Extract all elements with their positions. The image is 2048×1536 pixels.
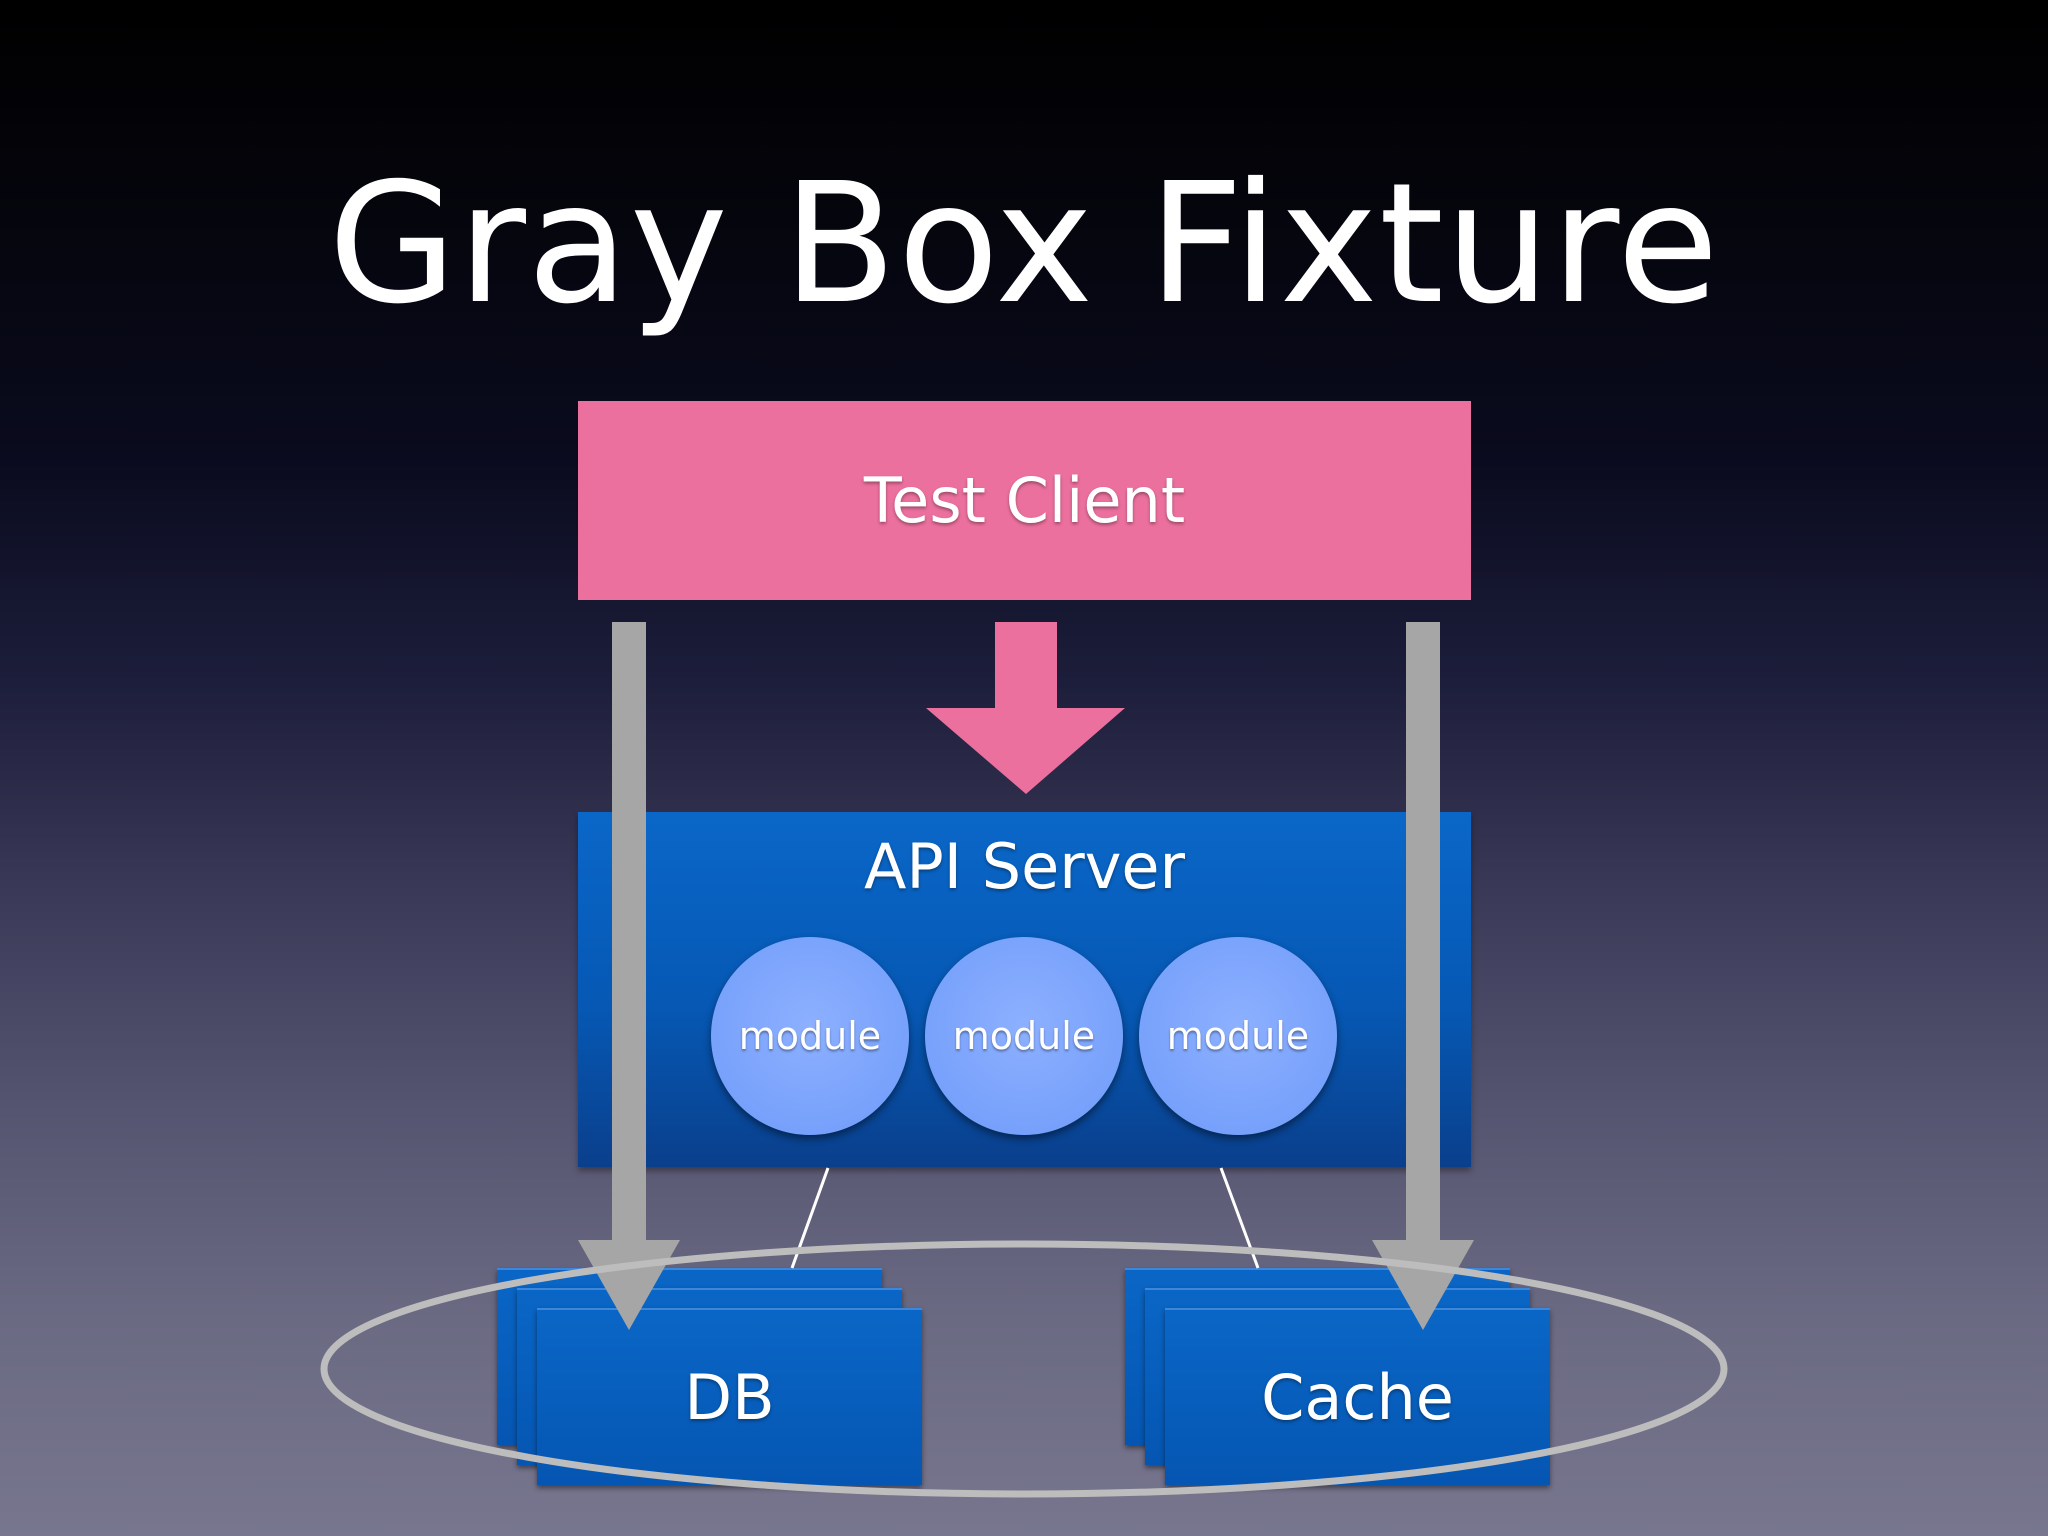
db-card-front: DB — [537, 1308, 922, 1485]
db-label: DB — [684, 1361, 775, 1434]
slide-title: Gray Box Fixture — [328, 148, 1720, 341]
module-label-1: module — [738, 1014, 882, 1058]
module-circle-2: module — [925, 937, 1123, 1135]
module-label-3: module — [1166, 1014, 1310, 1058]
api-server-box: API Server module module module — [578, 812, 1471, 1167]
api-server-label: API Server — [863, 830, 1186, 903]
module-circle-1: module — [711, 937, 909, 1135]
cache-label: Cache — [1261, 1361, 1454, 1434]
module-circle-3: module — [1139, 937, 1337, 1135]
test-client-label: Test Client — [863, 464, 1186, 537]
test-client-box: Test Client — [578, 401, 1471, 600]
connector-line-db — [790, 1167, 830, 1269]
module-label-2: module — [952, 1014, 1096, 1058]
pink-down-arrow — [926, 622, 1125, 794]
connector-line-cache — [1219, 1167, 1260, 1269]
cache-card-front: Cache — [1165, 1308, 1550, 1485]
